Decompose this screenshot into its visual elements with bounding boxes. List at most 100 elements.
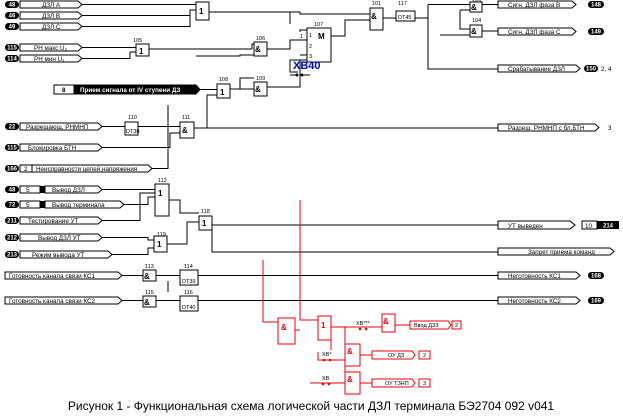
input-razreshayushch: 22 Разрешающ. РНМНП xyxy=(5,122,103,131)
svg-text:108: 108 xyxy=(219,77,228,83)
input-blokirovka-btn: 115 Блокировка БТН xyxy=(5,143,103,152)
svg-text:1: 1 xyxy=(321,321,326,330)
gate-112: 112 1 xyxy=(154,178,170,217)
red-out-ou-dz: ОУ ДЗ 2 xyxy=(371,350,431,360)
svg-text:107: 107 xyxy=(314,22,323,28)
svg-text:119: 119 xyxy=(157,232,166,238)
svg-text:XB: XB xyxy=(322,376,330,382)
svg-text:Ввод ДЗЗ: Ввод ДЗЗ xyxy=(414,323,439,329)
svg-text:ОУ ДЗ: ОУ ДЗ xyxy=(388,353,405,359)
svg-text:1: 1 xyxy=(139,47,144,56)
input-vyvod-dzl-ut: 212 Вывод ДЗЛ УТ xyxy=(5,233,103,242)
gate-105: 105 1 xyxy=(133,38,150,57)
svg-text:22: 22 xyxy=(9,125,16,131)
svg-text:ДЗЛ С: ДЗЛ С xyxy=(42,24,61,31)
wires xyxy=(82,4,575,301)
svg-text:1: 1 xyxy=(199,7,204,16)
svg-text:Неисправности цепей напряжения: Неисправности цепей напряжения xyxy=(36,165,137,173)
timer-116: 116 DT40 xyxy=(179,290,199,312)
gate-113: 113 & xyxy=(142,264,157,282)
output-razresh-rnmnp: Разреш. РНМНП с бл.БТН 3 xyxy=(497,123,612,132)
timer-114: 114 DT39 xyxy=(179,264,199,286)
svg-text:Режим вывода УТ: Режим вывода УТ xyxy=(32,252,85,259)
svg-text:1: 1 xyxy=(309,33,312,39)
red-gate-and1: & xyxy=(277,317,296,345)
svg-text:5: 5 xyxy=(26,187,30,194)
svg-text:2: 2 xyxy=(24,166,28,173)
output-negotovnost-ks2: Неготовность КС2 169 xyxy=(497,296,604,305)
gate-109: 109 & xyxy=(253,76,268,97)
svg-text:212: 212 xyxy=(7,236,18,242)
input-testirovanie-ut: 211 Тестирование УТ xyxy=(5,216,103,225)
svg-text:113: 113 xyxy=(145,264,154,270)
svg-text:49: 49 xyxy=(9,25,16,31)
svg-text:&: & xyxy=(255,85,261,94)
gate-104: 104 & xyxy=(469,18,483,38)
gate-118: 118 1 xyxy=(198,209,213,231)
svg-text:10: 10 xyxy=(585,223,593,230)
red-gate-and4: & xyxy=(344,371,361,395)
svg-text:1: 1 xyxy=(157,240,162,249)
gate-111: 111 & xyxy=(179,115,195,139)
svg-text:109: 109 xyxy=(256,76,265,82)
svg-text:169: 169 xyxy=(591,299,602,305)
svg-text:106: 106 xyxy=(256,36,265,42)
red-xb2: XB* xyxy=(322,352,332,362)
svg-text:114: 114 xyxy=(7,57,17,63)
svg-text:&: & xyxy=(182,126,188,135)
input-dzl-c: 49 ДЗЛ С xyxy=(5,22,83,31)
red-gate-and2: & xyxy=(381,313,396,333)
output-srabatyvanie: Срабатывание ДЗЛ 150 2, 4 xyxy=(497,64,612,73)
svg-text:2: 2 xyxy=(423,353,426,359)
gate-108: 108 1 xyxy=(216,77,231,99)
svg-text:&: & xyxy=(255,45,261,54)
svg-text:1: 1 xyxy=(158,189,163,198)
svg-text:DT38: DT38 xyxy=(126,129,139,135)
svg-text:&: & xyxy=(471,27,477,36)
svg-text:Прием сигнала от IV ступени ДЗ: Прием сигнала от IV ступени ДЗ xyxy=(80,87,180,94)
svg-text:2, 4: 2, 4 xyxy=(601,66,612,73)
input-gotovnost-ks1: Готовность канала связи КС1 xyxy=(4,271,123,280)
svg-text:213: 213 xyxy=(7,253,18,259)
red-gate-and3: & xyxy=(344,343,361,367)
svg-text:111: 111 xyxy=(182,115,190,121)
svg-text:XB*: XB* xyxy=(322,352,332,358)
svg-text:211: 211 xyxy=(7,219,17,225)
svg-text:149: 149 xyxy=(591,30,602,36)
input-rn-max: 115 РН макс U₂ xyxy=(5,43,83,52)
svg-text:1: 1 xyxy=(220,88,225,97)
svg-text:DT40: DT40 xyxy=(182,305,195,311)
figure-caption: Рисунок 1 - Функциональная схема логичес… xyxy=(68,399,555,413)
svg-text:&: & xyxy=(347,375,353,384)
svg-text:117: 117 xyxy=(398,1,407,7)
svg-text:РН макс U₂: РН макс U₂ xyxy=(34,45,68,52)
svg-text:DT39: DT39 xyxy=(182,279,195,285)
timer-110: 110 DT38 xyxy=(124,115,139,136)
svg-text:2: 2 xyxy=(309,44,312,50)
input-dzl-a: 48 ДЗЛ А xyxy=(5,0,83,9)
input-rezhim-vyvoda-ut: 213 Режим вывода УТ xyxy=(5,250,113,259)
gate-103: 103 & xyxy=(469,0,483,13)
input-dzl-b: 46 ДЗЛ В xyxy=(5,11,83,20)
svg-text:118: 118 xyxy=(201,209,210,215)
svg-text:1: 1 xyxy=(300,34,303,40)
svg-text:Сигн. ДЗЛ фаза С: Сигн. ДЗЛ фаза С xyxy=(508,29,561,36)
svg-text:8: 8 xyxy=(62,87,66,94)
red-out-ou-tznp: ОУ ТЗНП 3 xyxy=(371,378,431,388)
svg-text:46: 46 xyxy=(9,14,16,20)
svg-text:166: 166 xyxy=(7,167,18,173)
svg-text:РН мин U₁: РН мин U₁ xyxy=(34,56,64,63)
output-sign-c: Сигн. ДЗЛ фаза С 149 xyxy=(497,27,604,36)
svg-text:ДЗЛ А: ДЗЛ А xyxy=(42,2,61,9)
svg-text:DT45: DT45 xyxy=(398,15,411,21)
svg-text:Вывод терминала: Вывод терминала xyxy=(52,202,105,209)
svg-text:110: 110 xyxy=(128,115,137,121)
svg-text:116: 116 xyxy=(184,290,193,296)
svg-text:Вывод ДЗЛ УТ: Вывод ДЗЛ УТ xyxy=(38,235,81,242)
input-rn-min: 114 РН мин U₁ xyxy=(5,54,83,63)
svg-text:Готовность канала связи КС2: Готовность канала связи КС2 xyxy=(9,298,95,305)
output-zapret: Запрет приема команд xyxy=(497,247,615,256)
svg-text:72: 72 xyxy=(9,203,16,209)
svg-text:XB***: XB*** xyxy=(356,321,371,327)
